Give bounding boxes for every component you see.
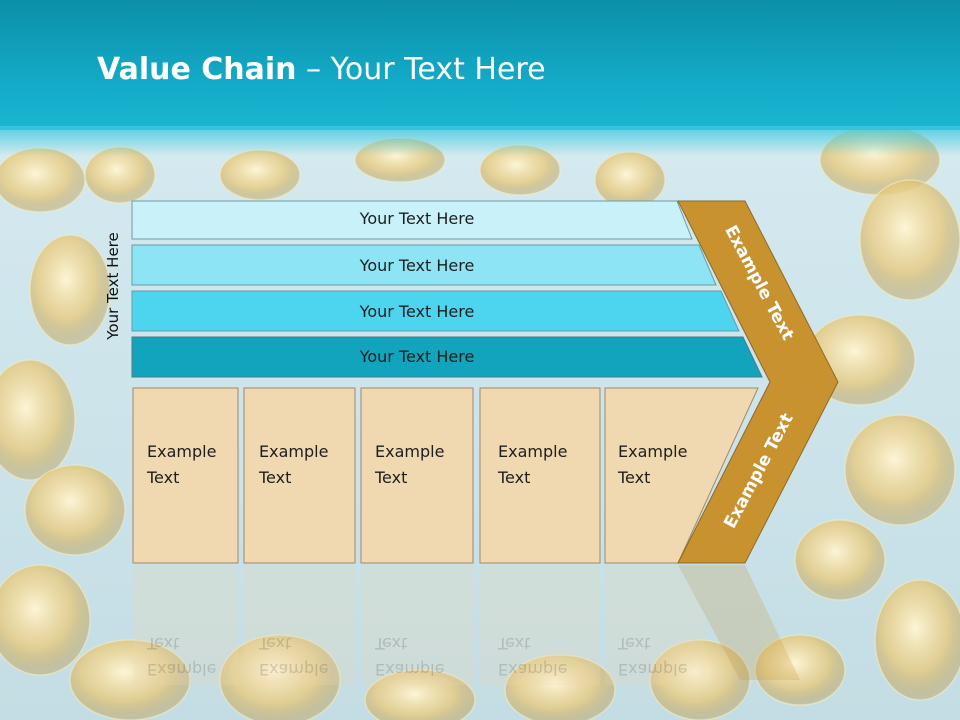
title-bold: Value Chain [97,52,297,87]
box-1-line1: Example [147,442,217,461]
box-2-label: Example Text [259,439,328,491]
slide-title[interactable]: Value Chain – Your Text Here [97,52,546,87]
box-3-label: Example Text [375,439,444,491]
box-4-line2: Text [498,468,531,487]
header-glow [0,126,960,156]
box-3-line1: Example [375,442,445,461]
box-5-line1: Example [618,442,688,461]
box-5-label: Example Text [618,439,687,491]
box-3[interactable] [360,387,474,564]
box-reflection-2 [244,565,355,685]
bar-3-label: Your Text Here [359,302,475,321]
chevron-reflection [678,565,800,680]
box-2-line1: Example [259,442,329,461]
bar-4[interactable] [131,336,763,378]
box-1-label: Example Text [147,439,216,491]
bar-1-label: Your Text Here [359,209,475,228]
title-rest: – Your Text Here [296,52,546,87]
box-1[interactable] [132,387,239,564]
bar-3[interactable] [131,290,740,332]
chevron-arrow[interactable] [677,200,839,564]
box-reflection-1 [133,565,238,685]
box-2-line2: Text [259,468,292,487]
box-4-line1: Example [498,442,568,461]
box-4[interactable] [479,387,601,564]
bar-1[interactable] [131,200,693,240]
bar-2[interactable] [131,244,717,286]
box-2[interactable] [243,387,356,564]
box-5-line2: Text [618,468,651,487]
header-band [0,0,960,130]
box-reflection-5 [605,565,705,685]
box-reflection-3 [361,565,473,685]
bar-4-label: Your Text Here [359,347,475,366]
box-4-label: Example Text [498,439,567,491]
box-reflection-4 [480,565,600,685]
box-1-line2: Text [147,468,180,487]
bar-2-label: Your Text Here [359,256,475,275]
box-3-line2: Text [375,468,408,487]
